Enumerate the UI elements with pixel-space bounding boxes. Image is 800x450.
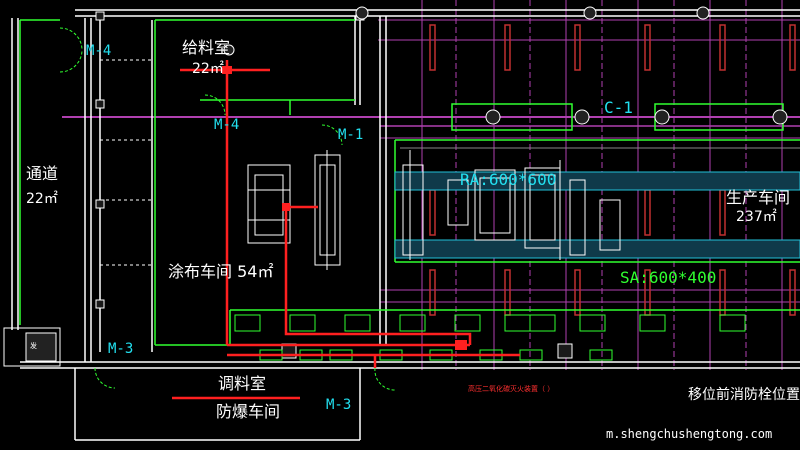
watermark-url: m.shengchushengtong.com [606, 427, 773, 441]
coating-machine [247, 150, 341, 270]
production-machinery [400, 147, 800, 260]
door-tag-m1: M-1 [338, 127, 364, 143]
corridor-area: 22㎡ [26, 191, 58, 207]
production-room-area: 237㎡ [736, 209, 777, 225]
duct-fans [223, 6, 788, 125]
co2-cabinet [3, 327, 61, 367]
relocated-hydrant-note: 移位前消防栓位置 [688, 387, 800, 403]
explosion-proof-room-name: 防爆车间 [216, 402, 281, 421]
door-swings [59, 27, 396, 391]
co2-system-note: 高压二氧化碳灭火装置（ ） [468, 385, 555, 393]
co2-nozzles [222, 66, 467, 350]
door-tag-m4-lower: M-4 [214, 117, 240, 133]
duct-tag-c1: C-1 [604, 98, 633, 117]
corridor-name: 通道 [26, 164, 59, 183]
building-walls [11, 9, 800, 441]
return-air-label: RA:600*600 [460, 170, 557, 189]
coating-room-label: 涂布车间 54㎡ [168, 262, 274, 281]
door-tag-m4-upper: M-4 [86, 43, 112, 59]
corridor-dividers [100, 59, 152, 266]
door-tag-m3-bottom: M-3 [326, 397, 352, 413]
equipment-cabinets [234, 314, 746, 361]
production-diffusers [429, 24, 796, 316]
feed-room-area: 22㎡ [192, 61, 224, 77]
production-room-name: 生产车间 [726, 188, 791, 207]
supply-air-label: SA:600*400 [620, 268, 717, 287]
mixing-room-name: 调料室 [218, 374, 267, 393]
hvac-duct-lines [62, 19, 800, 303]
supply-air-duct [394, 171, 800, 259]
door-tag-m3-left: M-3 [108, 341, 134, 357]
feed-room-name: 给料室 [182, 38, 231, 57]
equipment-tag: 发 [30, 342, 37, 350]
